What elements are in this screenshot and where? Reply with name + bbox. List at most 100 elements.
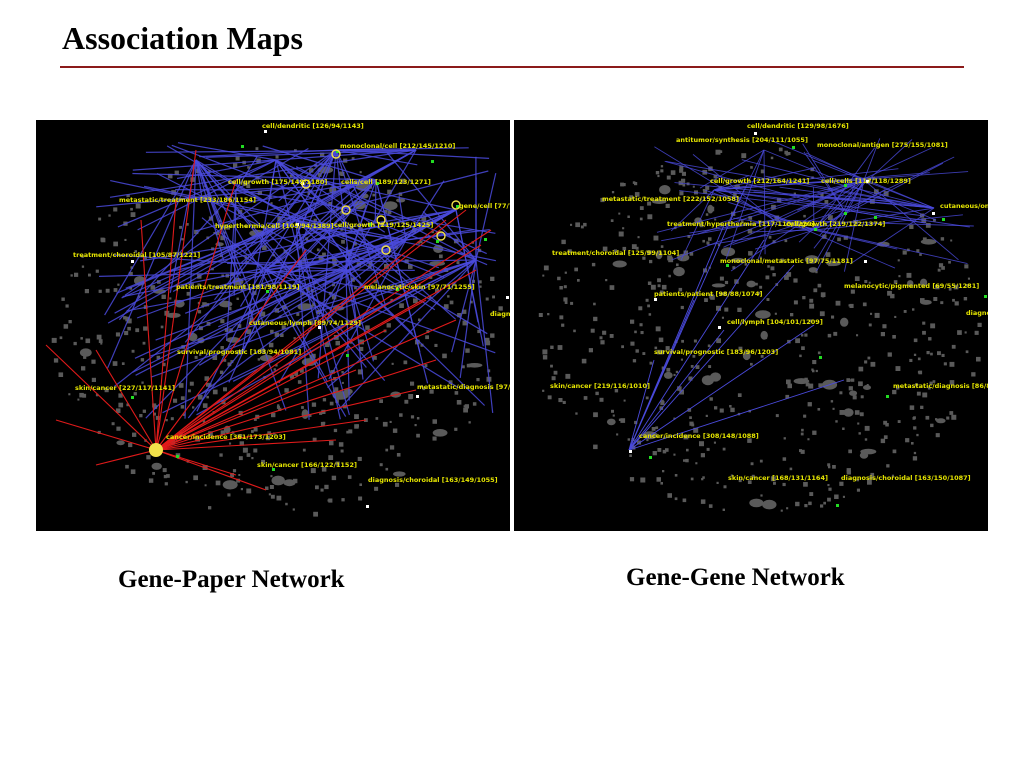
node-dot bbox=[542, 274, 545, 277]
node-dot bbox=[197, 301, 201, 305]
node-dot bbox=[828, 487, 832, 491]
node-dot bbox=[971, 372, 976, 377]
node-dot bbox=[851, 378, 855, 382]
blue-edge bbox=[374, 179, 377, 224]
node-dot bbox=[622, 227, 625, 230]
cluster-label: metastatic/treatment [222/152/1058] bbox=[602, 195, 739, 203]
node-dot bbox=[678, 287, 683, 292]
node-dot bbox=[206, 395, 209, 399]
node-dot bbox=[867, 356, 871, 360]
node-dot bbox=[705, 414, 708, 417]
blue-edge bbox=[345, 269, 357, 326]
node-dot bbox=[189, 381, 194, 386]
node-dot bbox=[827, 463, 831, 467]
node-dot bbox=[268, 342, 274, 348]
node-dot bbox=[118, 393, 123, 398]
node-dot bbox=[117, 283, 120, 286]
node-dot bbox=[277, 404, 280, 407]
blue-edge bbox=[275, 159, 410, 284]
node-dot bbox=[317, 172, 322, 177]
gene-gene-network-map: cell/dendritic [129/98/1676] antitumor/s… bbox=[514, 120, 988, 531]
node-dot bbox=[701, 478, 704, 481]
node-dot bbox=[164, 482, 168, 486]
node-dot bbox=[780, 509, 783, 512]
node-dot bbox=[265, 486, 269, 490]
node-dot bbox=[748, 251, 753, 256]
node-dot bbox=[567, 249, 572, 254]
node-dot bbox=[358, 496, 363, 501]
node-dot bbox=[167, 173, 173, 179]
node-dot bbox=[605, 279, 608, 282]
blue-edge bbox=[345, 269, 350, 401]
cluster-label: antitumor/synthesis [204/111/1055] bbox=[676, 136, 808, 144]
node-dot bbox=[714, 406, 718, 410]
node-dot bbox=[328, 498, 333, 503]
node-dot bbox=[950, 239, 953, 242]
node-dot bbox=[299, 368, 304, 373]
node-dot bbox=[454, 238, 459, 244]
node-dot bbox=[867, 479, 872, 485]
node-dot bbox=[275, 155, 279, 159]
node-cluster bbox=[659, 185, 671, 195]
node-dot bbox=[417, 241, 420, 244]
node-dot bbox=[170, 417, 174, 421]
node-dot bbox=[937, 351, 941, 356]
node-dot bbox=[834, 494, 839, 499]
node-dot bbox=[583, 222, 587, 227]
node-dot bbox=[618, 231, 624, 237]
node-dot bbox=[976, 356, 981, 362]
title-rule bbox=[60, 66, 964, 68]
node-dot bbox=[647, 214, 653, 220]
node-dot bbox=[289, 174, 293, 178]
node-dot bbox=[410, 415, 415, 419]
blue-edge bbox=[335, 149, 361, 200]
node-dot bbox=[419, 226, 424, 231]
node-dot bbox=[858, 432, 861, 435]
node-dot bbox=[365, 325, 370, 330]
node-dot bbox=[795, 220, 800, 225]
blue-edge bbox=[196, 269, 267, 412]
node-dot bbox=[673, 453, 676, 456]
node-dot bbox=[957, 330, 962, 335]
node-dot bbox=[632, 181, 636, 184]
node-dot bbox=[689, 252, 694, 256]
node-dot bbox=[191, 283, 194, 287]
red-edge bbox=[155, 439, 337, 451]
highlight-nodes bbox=[629, 132, 987, 507]
node-dot bbox=[890, 293, 895, 299]
node-dot bbox=[133, 392, 137, 396]
blue-edge bbox=[135, 209, 457, 376]
node-cluster bbox=[677, 253, 690, 262]
node-dot bbox=[435, 288, 439, 293]
node-dot bbox=[359, 171, 362, 174]
blue-edge bbox=[375, 179, 429, 384]
node-dot bbox=[639, 217, 643, 221]
node-dot bbox=[679, 389, 684, 395]
node-dot bbox=[713, 441, 716, 444]
node-dot bbox=[127, 326, 131, 331]
node-dot bbox=[139, 414, 143, 418]
node-dot bbox=[800, 432, 804, 436]
node-dot bbox=[253, 418, 257, 421]
node-dot bbox=[235, 156, 240, 161]
blue-edge bbox=[239, 149, 337, 307]
node-dot bbox=[647, 281, 652, 285]
node-dot bbox=[903, 310, 907, 313]
node-dot bbox=[681, 339, 684, 343]
cluster-label: hyperthermia/cell [105/94/1389] bbox=[215, 222, 334, 230]
blue-edge bbox=[813, 147, 876, 231]
green-node bbox=[368, 223, 371, 226]
node-dot bbox=[824, 200, 829, 204]
node-dot bbox=[948, 287, 952, 291]
node-dot bbox=[673, 373, 676, 376]
node-dot bbox=[573, 329, 576, 333]
node-dot bbox=[721, 316, 724, 319]
node-dot bbox=[260, 311, 266, 317]
blue-edge bbox=[140, 209, 457, 262]
node-dot bbox=[611, 191, 615, 194]
node-dot bbox=[852, 395, 857, 400]
node-dot bbox=[949, 361, 955, 367]
cluster-label: skin/cancer [168/131/1164] bbox=[728, 474, 828, 482]
node-dot bbox=[274, 308, 280, 313]
node-dot bbox=[132, 432, 137, 437]
